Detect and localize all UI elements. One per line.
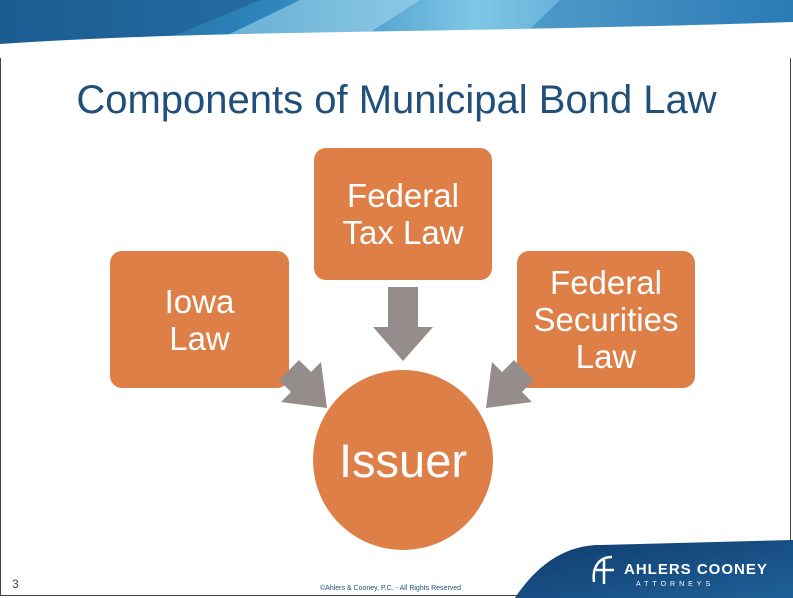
header-banner bbox=[0, 0, 793, 58]
node-iowa-law: Iowa Law bbox=[110, 251, 289, 388]
arrow-down-right-icon bbox=[279, 360, 327, 408]
node-issuer: Issuer bbox=[313, 370, 493, 550]
logo-name: AHLERS COONEY bbox=[624, 561, 768, 578]
arrow-down-left-icon bbox=[486, 360, 534, 408]
logo-subtitle: ATTORNEYS bbox=[636, 581, 715, 588]
node-federal-securities-law: Federal Securities Law bbox=[517, 251, 695, 388]
copyright-text: ©Ahlers & Cooney, P.C. - All Rights Rese… bbox=[320, 585, 462, 592]
slide-title: Components of Municipal Bond Law bbox=[76, 78, 717, 122]
node-federal-tax-law: Federal Tax Law bbox=[314, 148, 492, 280]
page-number: 3 bbox=[12, 577, 19, 591]
arrow-down-icon bbox=[373, 287, 433, 361]
